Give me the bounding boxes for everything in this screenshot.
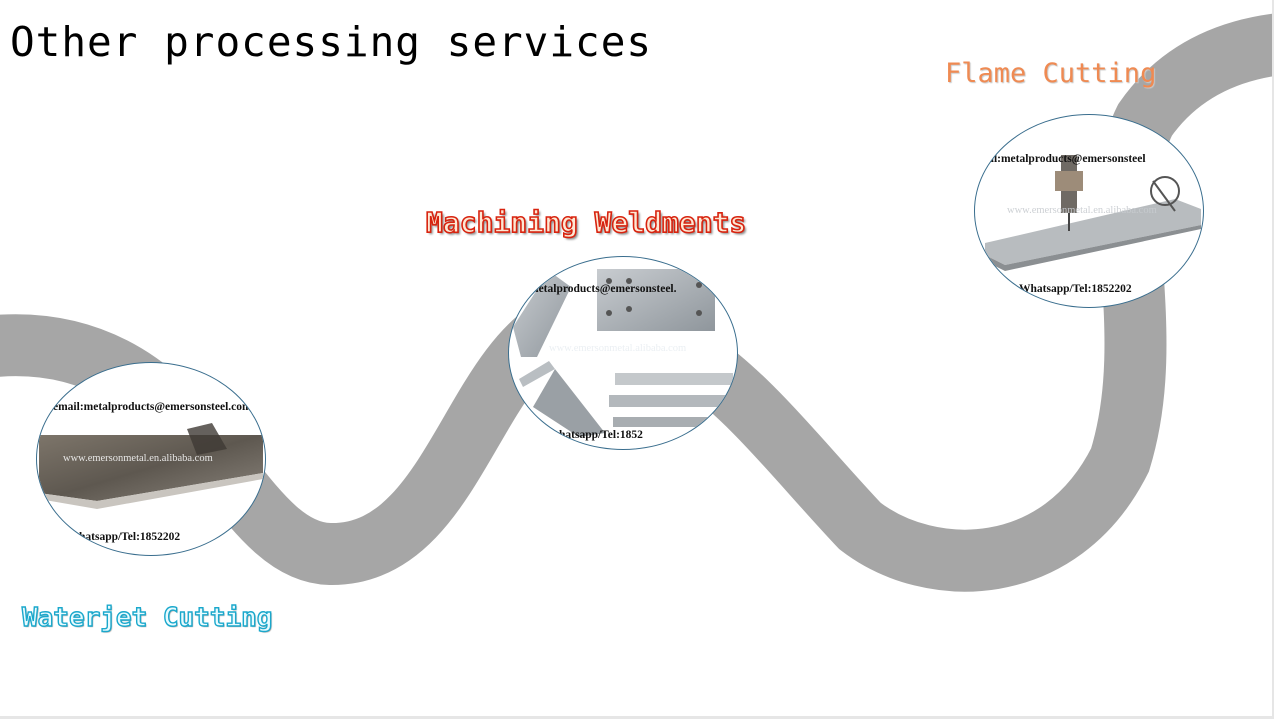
waterjet-cutting-label: Waterjet Cutting [21,602,273,633]
metal-parts-photo [513,269,733,437]
flame-cutting-label: Flame Cutting [945,58,1157,89]
page-title: Other processing services [10,18,653,66]
machining-weldments-label: Machining Weldments [425,205,747,240]
cutting-machine-photo [985,155,1201,271]
watermark-text: www.emersonmetal.alibaba.com [549,343,687,354]
phone-caption: hatsapp/Tel:1852 [559,429,643,441]
phone-caption: Whatsapp/Tel:1852202 [1019,283,1132,295]
watermark-text: www.emersonmetal.en.alibaba.com [63,453,213,464]
machining-product-image: metalproducts@emersonsteel. www.emersonm… [508,256,738,450]
phone-caption: hatsapp/Tel:1852202 [79,531,181,543]
email-caption: email:metalproducts@emersonsteel.com [53,401,252,413]
email-caption: ail:metalproducts@emersonsteel [985,153,1146,165]
email-caption: metalproducts@emersonsteel. [529,283,677,295]
watermark-text: www.emersonmetal.en.alibaba.com [1007,205,1157,216]
steel-plate-photo [39,423,263,509]
flame-product-image: ail:metalproducts@emersonsteel www.emers… [974,114,1204,308]
waterjet-product-image: email:metalproducts@emersonsteel.com www… [36,362,266,556]
